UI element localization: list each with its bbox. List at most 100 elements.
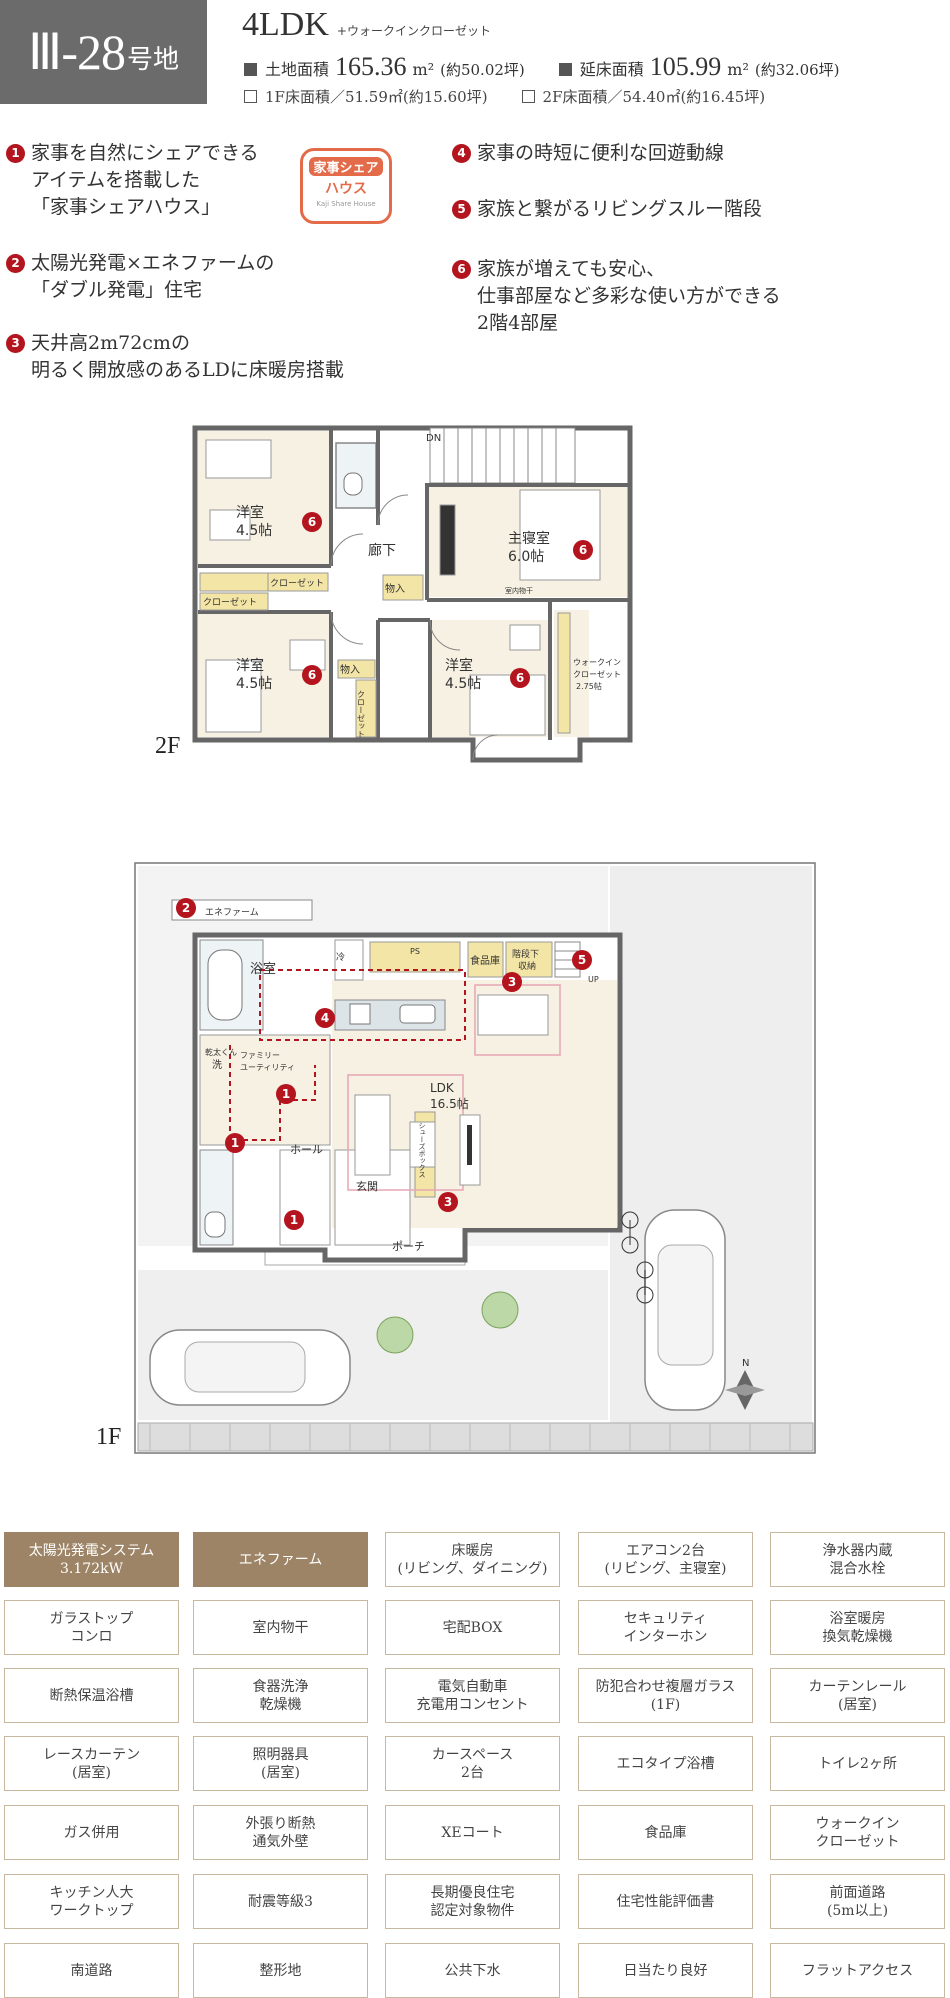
amenity-tile: 整形地 [193, 1943, 368, 1998]
feature-number-badge: 4 [452, 144, 471, 163]
amenity-label: レースカーテン [42, 1746, 141, 1763]
ldk-label: LDK [430, 1081, 455, 1095]
porch-label: ポーチ [392, 1240, 425, 1253]
feature-item: 1 家事を自然にシェアできる アイテムを搭載した 「家事シェアハウス」 [6, 140, 259, 221]
amenity-label: 床暖房 [451, 1542, 494, 1559]
amenity-label: 浴室暖房 [829, 1610, 886, 1627]
amenity-tile: 宅配BOX [385, 1600, 560, 1655]
plant-icon [376, 1316, 414, 1354]
toilet-icon [204, 1211, 226, 1238]
marker-6-western-b: 6 [302, 665, 322, 685]
amenity-tile: トイレ2ヶ所 [770, 1736, 945, 1791]
family-utility-room [199, 1034, 331, 1146]
amenity-tile: エネファーム [193, 1532, 368, 1587]
feature-text: アイテムを搭載した [31, 169, 201, 191]
amenity-label: 混合水栓 [829, 1560, 886, 1577]
amenity-tile: 住宅性能評価書 [578, 1874, 753, 1929]
amenity-label: セキュリティ [623, 1610, 708, 1627]
amenity-label: 3.172kW [60, 1560, 123, 1577]
feature-text: 太陽光発電×エネファームの [31, 252, 275, 274]
amenity-label: 充電用コンセント [416, 1696, 529, 1713]
floor2-area: 2F床面積／54.40㎡(約16.45坪) [542, 88, 766, 106]
marker-6-western-c: 6 [510, 668, 530, 688]
amenity-label: カーテンレール [808, 1678, 907, 1695]
room-label: 洋室 [236, 504, 264, 521]
floor1-area: 1F床面積／51.59㎡(約15.60坪) [265, 88, 488, 106]
amenity-tile: 防犯合わせ複層ガラス(1F) [578, 1668, 753, 1723]
amenity-tile: セキュリティインターホン [578, 1600, 753, 1655]
amenity-tile: XEコート [385, 1805, 560, 1860]
square-bullet-icon [244, 63, 257, 76]
amenity-label: 防犯合わせ複層ガラス [595, 1678, 736, 1695]
fridge-label: 冷 [336, 951, 345, 963]
amenity-label: 2台 [461, 1764, 484, 1781]
area-summary-row: 土地面積 165.36 m² (約50.02坪) 延床面積 105.99 m² … [244, 52, 840, 82]
walkin-size: 2.75帖 [576, 681, 602, 691]
svg-text:5: 5 [578, 953, 586, 967]
marker-3-living: 3 [438, 1192, 458, 1212]
amenity-tile: 室内物干 [193, 1600, 368, 1655]
amenity-label: 食器洗浄 [252, 1678, 309, 1695]
utility-label: ファミリー [240, 1051, 280, 1060]
marker-5-stairs: 5 [572, 950, 592, 970]
hall-label: ホール [290, 1143, 323, 1156]
enefarm-unit [171, 899, 313, 921]
amenity-label: (1F) [650, 1696, 681, 1713]
amenity-label: (5m以上) [826, 1902, 889, 1919]
amenity-tile: 食品庫 [578, 1805, 753, 1860]
toilet-room [335, 442, 377, 509]
ps-storage [369, 941, 461, 973]
plant-icon [481, 1291, 519, 1329]
feature-text: 家事を自然にシェアできる [31, 142, 259, 164]
cooktop-icon [349, 1003, 371, 1025]
room-label: 洋室 [236, 657, 264, 674]
amenity-label: 電気自動車 [437, 1678, 508, 1695]
amenity-label: ガラストップ [49, 1610, 134, 1627]
land-area-unit: m² [412, 60, 435, 79]
amenity-tile: 前面道路(5m以上) [770, 1874, 945, 1929]
furniture-2f [205, 439, 601, 736]
amenity-label: クローゼット [815, 1833, 900, 1850]
amenity-tile: ガス併用 [4, 1805, 179, 1860]
room-size: 6.0帖 [508, 549, 544, 565]
amenity-label: 前面道路 [829, 1884, 886, 1901]
amenity-tile: フラットアクセス [770, 1943, 945, 1998]
amenity-label: 乾燥機 [259, 1696, 302, 1713]
floor-label-1f: 1F [96, 1424, 122, 1450]
floor-area-label: 延床面積 [579, 60, 644, 79]
feature-item: 4 家事の時短に便利な回遊動線 [452, 140, 724, 167]
svg-text:6: 6 [308, 668, 316, 682]
amenity-tile: エコタイプ浴槽 [578, 1736, 753, 1791]
svg-text:6: 6 [579, 543, 587, 557]
layout-title: 4LDK +ウォークインクローゼット [242, 6, 491, 44]
stairs-up-label: UP [588, 975, 599, 984]
amenity-label: 住宅性能評価書 [616, 1893, 715, 1910]
utility-label: ユーティリティ [240, 1063, 295, 1072]
svg-text:N: N [742, 1358, 749, 1369]
amenity-label: 外張り断熱 [245, 1815, 316, 1832]
amenity-label: 整形地 [259, 1962, 302, 1979]
understair-label: 収納 [518, 960, 536, 972]
feature-number-badge: 6 [452, 260, 471, 279]
svg-text:3: 3 [508, 975, 516, 989]
amenity-label: (居室) [72, 1764, 111, 1781]
feature-item: 6 家族が増えても安心、 仕事部屋など多彩な使い方ができる 2階4部屋 [452, 256, 781, 337]
amenity-label: ウォークイン [815, 1815, 900, 1832]
amenity-label: 照明器具 [252, 1746, 309, 1763]
amenity-tile: 照明器具(居室) [193, 1736, 368, 1791]
amenity-label: 太陽光発電システム [28, 1542, 155, 1559]
room-label: 主寝室 [508, 530, 550, 547]
amenity-label: (リビング、ダイニング) [397, 1560, 548, 1577]
amenity-tile: ウォークインクローゼット [770, 1805, 945, 1860]
amenity-label: (居室) [261, 1764, 300, 1781]
floor-plan-1f: N エネファーム 浴室 冷 PS 食品庫 階段下 収納 UP LDK 16.5帖… [134, 862, 816, 1454]
feature-text: 家族と繋がるリビングスルー階段 [477, 198, 763, 220]
hall [279, 1149, 331, 1246]
svg-text:4: 4 [321, 1011, 329, 1025]
square-bullet-icon [558, 63, 572, 76]
floor-area-tsubo: (約32.06坪) [754, 61, 840, 79]
logo-text: ハウス [325, 181, 367, 197]
amenity-tile: 食器洗浄乾燥機 [193, 1668, 368, 1723]
svg-text:6: 6 [308, 515, 316, 529]
svg-text:3: 3 [444, 1195, 452, 1209]
